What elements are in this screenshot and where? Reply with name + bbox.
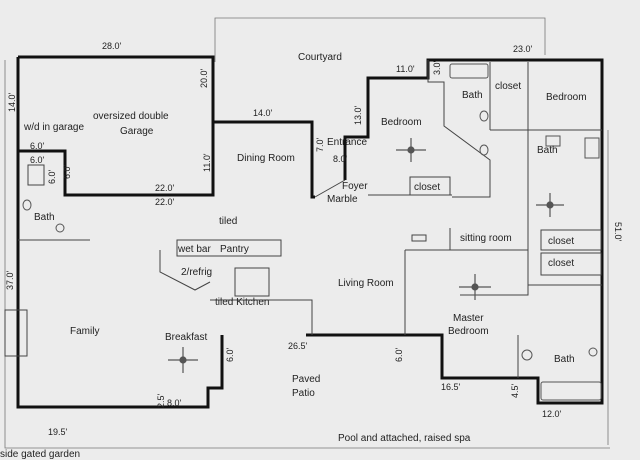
dim-6-vertical: 6.0' <box>62 164 72 179</box>
dim-22-inner: 22.0' <box>155 183 175 193</box>
dim-8-entry: 8.0' <box>333 154 348 164</box>
dim-6-side: 6.0' <box>47 169 57 184</box>
dim-37: 37.0' <box>5 270 15 290</box>
patio-label-line1: Paved <box>292 374 320 385</box>
living-room-label: Living Room <box>338 278 394 289</box>
site-lines <box>4 17 610 449</box>
breakfast-label: Breakfast <box>165 332 207 343</box>
sitting-room-label: sitting room <box>460 233 512 244</box>
dim-12: 12.0' <box>542 409 562 419</box>
dim-4: 4.5' <box>510 383 520 398</box>
foyer-label: Foyer <box>342 181 368 192</box>
bath-top-label: Bath <box>462 90 483 101</box>
wd-in-garage-label: w/d in garage <box>23 122 84 133</box>
dim-6-box: 6.0' <box>30 155 45 165</box>
bath-left-label: Bath <box>34 212 55 223</box>
exterior-walls <box>16 55 604 409</box>
tiled-label: tiled <box>219 216 237 227</box>
ceiling-fan-icon <box>536 193 564 217</box>
dim-6-top: 6.0' <box>30 141 45 151</box>
bedroom-right-label: Bedroom <box>546 92 587 103</box>
dim-23: 23.0' <box>513 44 533 54</box>
dim-11-top: 11.0' <box>396 64 415 74</box>
pool-label: Pool and attached, raised spa <box>338 433 471 444</box>
marble-label: Marble <box>327 194 358 205</box>
family-label: Family <box>70 326 99 337</box>
ceiling-fan-icon <box>168 347 198 373</box>
ceiling-fans <box>168 138 564 373</box>
bath-fixtures <box>22 63 602 401</box>
ceiling-fan-icon <box>459 274 491 300</box>
dim-51: 51.0' <box>613 222 623 242</box>
patio-label-line2: Patio <box>292 388 315 399</box>
dining-room-label: Dining Room <box>237 153 295 164</box>
dim-19: 19.5' <box>48 427 68 437</box>
bedroom-left-label: Bedroom <box>381 117 422 128</box>
dim-6-master: 6.0' <box>394 347 404 362</box>
dimension-labels: 28.0' 23.0' 20.0' 14.0' 14.0' 11.0' 3.0'… <box>5 41 623 437</box>
garden-label: side gated garden <box>0 449 80 460</box>
dim-14-horizontal: 14.0' <box>253 108 273 118</box>
interior-walls <box>4 60 602 378</box>
dim-22-outer: 22.0' <box>155 197 175 207</box>
dim-16: 16.5' <box>441 382 461 392</box>
dim-3: 3.0' <box>432 60 442 75</box>
refrig-label: 2/refrig <box>181 267 212 278</box>
dim-26: 26.5' <box>288 341 308 351</box>
dim-7: 7.0' <box>315 137 325 152</box>
closet-top-label: closet <box>495 81 521 92</box>
dim-13: 13.0' <box>353 105 363 125</box>
closet-master-label: closet <box>548 258 574 269</box>
entrance-label: Entrance <box>327 137 367 148</box>
master-label-line1: Master <box>453 313 484 324</box>
garage-label-line2: Garage <box>120 126 154 137</box>
room-labels: Courtyard w/d in garage oversized double… <box>0 52 587 460</box>
dim-28: 28.0' <box>102 41 122 51</box>
tiled-kitchen-label: tiled Kitchen <box>215 297 269 308</box>
closet-sitting-label: closet <box>548 236 574 247</box>
dim-6-breakfast: 6.0' <box>225 347 235 362</box>
garage-label-line1: oversized double <box>93 111 169 122</box>
dim-14-vertical: 14.0' <box>7 92 17 112</box>
master-label-line2: Bedroom <box>448 326 489 337</box>
closet-bedroom-label: closet <box>414 182 440 193</box>
ceiling-fan-icon <box>396 138 426 162</box>
courtyard-label: Courtyard <box>298 52 342 63</box>
bath-master-label: Bath <box>554 354 575 365</box>
bath-right-label: Bath <box>537 145 558 156</box>
dim-11-left: 11.0' <box>202 153 212 172</box>
dim-20: 20.0' <box>199 68 209 88</box>
pantry-label: Pantry <box>220 244 249 255</box>
dim-8-bottom: 8.0' <box>167 398 182 408</box>
dim-2: 2.5' <box>156 393 166 408</box>
wet-bar-label: wet bar <box>177 244 211 255</box>
